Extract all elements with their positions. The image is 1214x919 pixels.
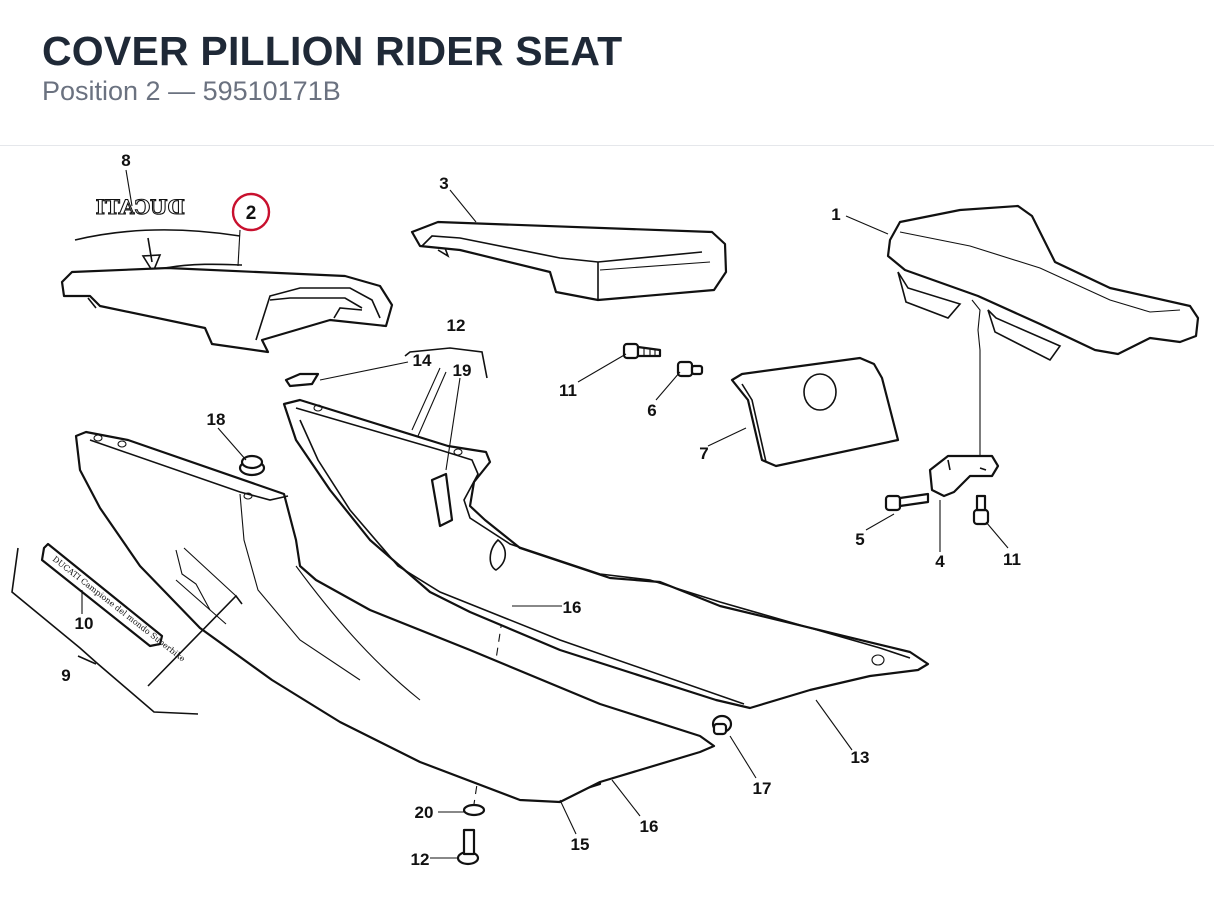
bracket-12 (404, 347, 488, 379)
part-18-strip[interactable] (430, 472, 454, 528)
callout-5[interactable]: 5 (855, 530, 864, 549)
bracket-9 (11, 547, 199, 715)
callout-15[interactable]: 16 (640, 817, 659, 836)
decal-arc (74, 229, 241, 241)
exploded-parts-diagram: DUCATI (0, 146, 1214, 919)
page-header: COVER PILLION RIDER SEAT Position 2 — 59… (0, 0, 1214, 146)
callout-4[interactable]: 4 (935, 552, 945, 571)
callout-9[interactable]: 9 (61, 666, 70, 685)
screw-5[interactable] (884, 492, 930, 512)
decal-arrow (141, 237, 162, 274)
callout-19[interactable]: 12 (411, 850, 430, 869)
part-1-rider-seat[interactable] (886, 204, 1200, 456)
callout-18[interactable]: 19 (453, 361, 472, 380)
callout-14[interactable]: 15 (571, 835, 590, 854)
callout-17[interactable]: 18 (207, 410, 226, 429)
callout-6[interactable]: 6 (647, 401, 656, 420)
callout-16-center[interactable]: 16 (563, 598, 582, 617)
part-13-pad[interactable] (284, 372, 320, 388)
grommet-17[interactable] (238, 454, 266, 477)
nut-6[interactable] (676, 360, 704, 378)
screw-11-top[interactable] (622, 342, 662, 360)
callout-10[interactable]: 10 (75, 614, 94, 633)
callout-8[interactable]: 8 (121, 151, 130, 170)
bracket-9-arrow (77, 655, 97, 665)
highlight-circle[interactable] (231, 192, 271, 232)
part-8-decal: DUCATI (74, 194, 241, 274)
part-2-seat-cover[interactable] (60, 263, 394, 354)
grommet-16-lower[interactable] (711, 714, 733, 736)
part-9-side-panel[interactable] (74, 430, 716, 804)
screw-11-right[interactable] (972, 494, 990, 526)
leader-lines (81, 169, 1009, 859)
washer-20[interactable] (462, 803, 486, 817)
diagram-canvas: DUCATI (11, 151, 1200, 869)
page-title: COVER PILLION RIDER SEAT (42, 28, 623, 74)
callout-16-lower[interactable]: 17 (753, 779, 772, 798)
callout-2[interactable]: 2 (246, 203, 257, 224)
callout-3[interactable]: 3 (439, 174, 448, 193)
part-4-bracket[interactable] (928, 454, 1000, 498)
decal-text: DUCATI (96, 195, 185, 219)
callout-1[interactable]: 1 (831, 205, 840, 224)
callout-20[interactable]: 20 (415, 803, 434, 822)
screw-19[interactable] (456, 828, 480, 866)
part-7-rear-plate[interactable] (730, 356, 900, 468)
callout-labels: 8 2 3 1 12 14 19 11 6 7 18 5 4 11 16 10 … (61, 151, 1021, 869)
callout-7[interactable]: 7 (699, 444, 708, 463)
part-12-tail-fairing[interactable] (282, 398, 930, 710)
callout-12-top[interactable]: 12 (447, 316, 466, 335)
callout-13[interactable]: 14 (413, 351, 432, 370)
callout-12-bottom[interactable]: 13 (851, 748, 870, 767)
callout-11-right[interactable]: 11 (1003, 550, 1021, 569)
part-3-seat-pad[interactable] (410, 220, 728, 302)
page-subtitle: Position 2 — 59510171B (42, 76, 341, 106)
callout-11-top[interactable]: 11 (559, 381, 577, 400)
